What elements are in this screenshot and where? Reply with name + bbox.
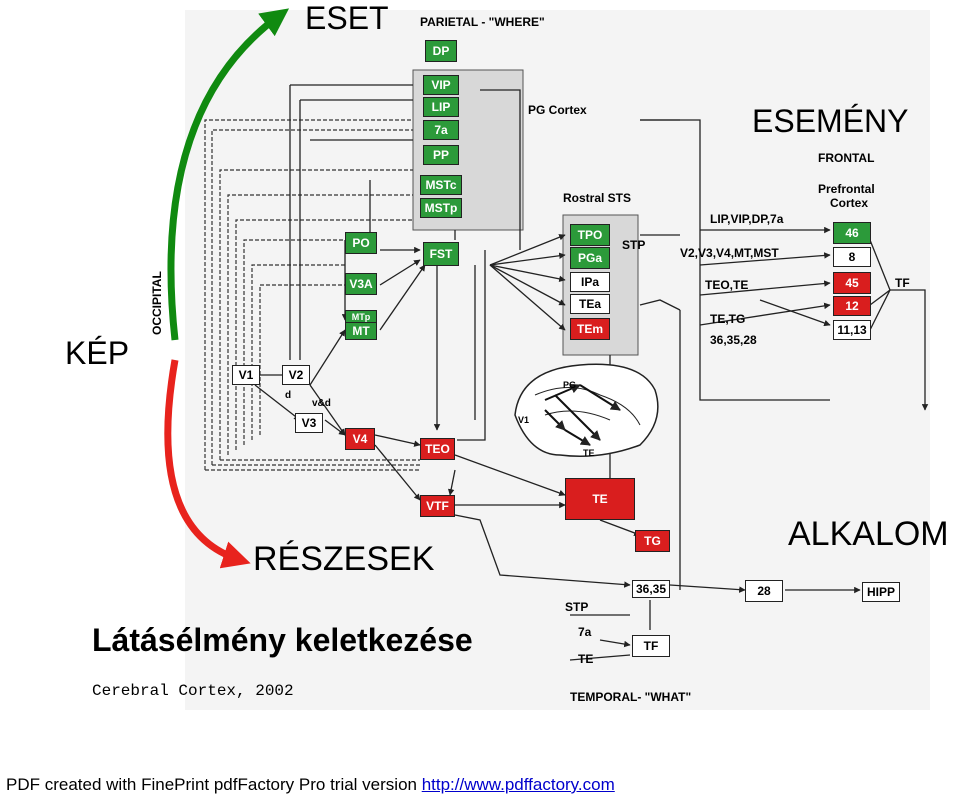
frontal-input-5: 36,35,28 <box>710 333 757 347</box>
footer-link[interactable]: http://www.pdffactory.com <box>421 775 615 794</box>
brain-te-label: TE <box>583 448 595 458</box>
frontal-input-4: TE,TG <box>710 312 746 326</box>
area-box-mstp: MSTp <box>420 198 462 218</box>
citation: Cerebral Cortex, 2002 <box>92 682 294 700</box>
area-box-45: 45 <box>833 272 871 294</box>
area-box-lip: LIP <box>423 97 459 117</box>
kep-label: KÉP <box>65 335 130 371</box>
area-box-dp: DP <box>425 40 457 62</box>
pg-cortex-label: PG Cortex <box>528 103 587 117</box>
area-box-tea: TEa <box>570 294 610 314</box>
area-box-tf: TF <box>632 635 670 657</box>
te-bottom-label: TE <box>578 652 594 666</box>
area-box-mstc: MSTc <box>420 175 462 195</box>
cortex-label: Cortex <box>830 196 869 210</box>
alkalom-label: ALKALOM <box>788 515 949 553</box>
diagram-background <box>185 10 930 710</box>
area-box-pp: PP <box>423 145 459 165</box>
area-box-v3a: V3A <box>345 273 377 295</box>
area-box-v1: V1 <box>232 365 260 385</box>
rostral-sts-label: Rostral STS <box>563 191 632 205</box>
frontal-input-3: TEO,TE <box>705 278 749 292</box>
area-box-mt: MT <box>345 322 377 340</box>
area-box-v4: V4 <box>345 428 375 450</box>
stp-label: STP <box>622 238 646 252</box>
area-box-36-35: 36,35 <box>632 580 670 598</box>
frontal-input-2: V2,V3,V4,MT,MST <box>680 246 779 260</box>
sevena-bottom-label: 7a <box>578 625 592 639</box>
area-box-te: TE <box>565 478 635 520</box>
area-box-vtf: VTF <box>420 495 455 517</box>
reszesek-label: RÉSZESEK <box>253 540 435 578</box>
area-box-tem: TEm <box>570 318 610 340</box>
brain-pg-label: PG <box>563 380 577 390</box>
pathway-vd-label: v&d <box>312 398 331 409</box>
pdf-footer: PDF created with FinePrint pdfFactory Pr… <box>6 775 615 795</box>
area-box-po: PO <box>345 232 377 254</box>
tf-right-label: TF <box>895 276 910 290</box>
stp-bottom-label: STP <box>565 600 589 614</box>
brain-v1-label: V1 <box>518 415 530 425</box>
green-curved-arrow <box>167 8 290 341</box>
area-box-tg: TG <box>635 530 670 552</box>
area-box-hipp: HIPP <box>862 582 900 602</box>
area-box-12: 12 <box>833 296 871 316</box>
area-box-teo: TEO <box>420 438 455 460</box>
frontal-label: FRONTAL <box>818 151 875 165</box>
area-box-11-13: 11,13 <box>833 320 871 340</box>
area-box-v3: V3 <box>295 413 323 433</box>
area-box-8: 8 <box>833 247 871 267</box>
parietal-label: PARIETAL - "WHERE" <box>420 15 545 29</box>
area-box-v2: V2 <box>282 365 310 385</box>
prefrontal-label: Prefrontal <box>818 182 875 196</box>
area-box-pga: PGa <box>570 247 610 269</box>
temporal-label: TEMPORAL- "WHAT" <box>570 690 692 704</box>
frontal-input-1: LIP,VIP,DP,7a <box>710 212 784 226</box>
area-box-ipa: IPa <box>570 272 610 292</box>
eset-label: ESET <box>305 0 389 36</box>
slide-title: Látásélmény keletkezése <box>92 622 473 658</box>
area-box-tpo: TPO <box>570 224 610 246</box>
red-curved-arrow <box>164 359 251 569</box>
footer-text: PDF created with FinePrint pdfFactory Pr… <box>6 775 422 794</box>
area-box-vip: VIP <box>423 75 459 95</box>
area-box-28: 28 <box>745 580 783 602</box>
area-box-7a: 7a <box>423 120 459 140</box>
pathway-d-label: d <box>285 390 292 401</box>
esemeny-label: ESEMÉNY <box>752 103 909 139</box>
occipital-label: OCCIPITAL <box>150 271 164 335</box>
occipital-dashed-lines <box>204 119 420 471</box>
area-box-fst: FST <box>423 242 459 266</box>
brain-inset <box>514 363 659 457</box>
area-box-46: 46 <box>833 222 871 244</box>
